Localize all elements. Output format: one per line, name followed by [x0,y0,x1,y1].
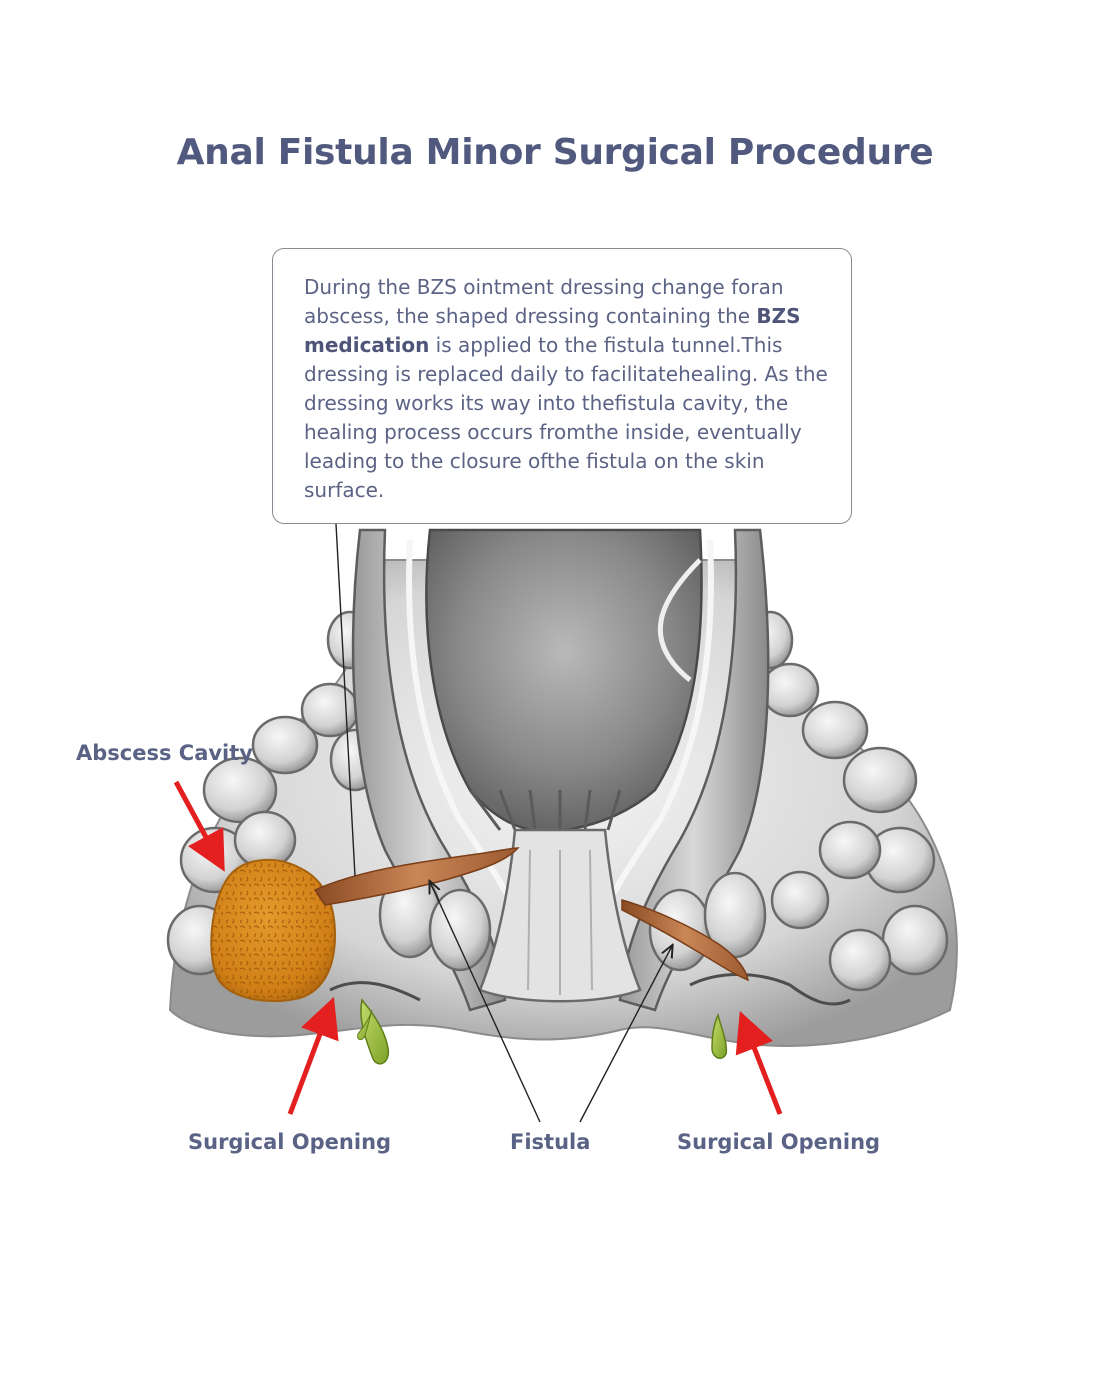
page-title: Anal Fistula Minor Surgical Procedure [176,132,934,173]
label-surgical-opening-right: Surgical Opening [677,1130,881,1154]
description-callout: During the BZS ointment dressing change … [272,248,852,524]
fistula-tracts [313,847,750,982]
label-surgical-opening-left: Surgical Opening [188,1130,392,1154]
abscess-cavity-shape [210,858,337,1003]
rectal-ampulla [425,528,703,834]
callout-highlight: BZS medication [304,304,801,357]
callout-text-after: is applied to the fistula tunnel.This dr… [304,333,828,502]
callout-text-before: During the BZS ointment dressing change … [304,275,784,328]
label-fistula: Fistula [510,1130,591,1154]
fistula-pointer-arrows [430,882,672,1123]
label-abscess-cavity: Abscess Cavity [76,741,253,765]
red-indicator-arrows [173,780,783,1115]
drainage-droplets [357,998,728,1065]
anal-canal [478,828,642,1003]
callout-leader-line [335,523,356,877]
